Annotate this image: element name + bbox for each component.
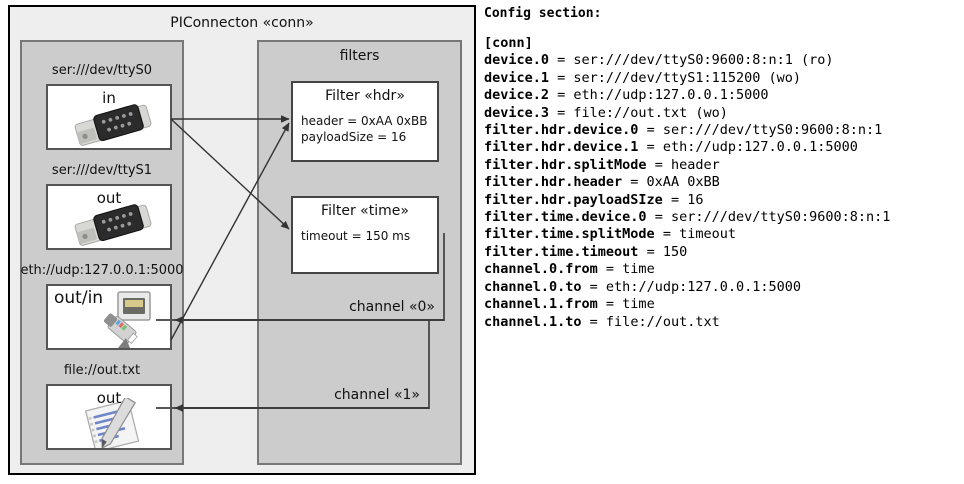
filter-attr: header = 0xAA 0xBB <box>301 114 428 128</box>
config-value: = 0xAA 0xBB <box>622 174 720 191</box>
config-value: = eth://udp:127.0.0.1:5000 <box>549 87 769 104</box>
device-node-2[interactable]: out/in <box>46 284 172 350</box>
config-key: filter.time.timeout <box>484 243 639 260</box>
config-line: channel.0.to = eth://udp:127.0.0.1:5000 <box>484 279 960 296</box>
page-title: PIConnecton «conn» <box>170 15 314 31</box>
config-text: [conn]device.0 = ser:///dev/ttyS0:9600:8… <box>484 35 960 331</box>
config-value: = file://out.txt (wo) <box>549 104 728 121</box>
device-label-2: eth://udp:127.0.0.1:5000 <box>20 263 184 278</box>
config-key: device.3 <box>484 104 550 121</box>
device-label-3: file://out.txt <box>63 363 141 378</box>
serial-port-icon <box>74 204 152 246</box>
channel-frame-1: channel «1» <box>156 321 430 409</box>
config-value: = header <box>646 156 720 173</box>
filter-attr: payloadSize = 16 <box>301 130 407 144</box>
config-value: = ser:///dev/ttyS0:9600:8:n:1 <box>638 122 883 139</box>
config-key: [conn] <box>484 35 533 51</box>
config-line: device.3 = file://out.txt (wo) <box>484 105 960 122</box>
filter-title-hdr: Filter «hdr» <box>325 88 405 104</box>
device-label-1: ser:///dev/ttyS1 <box>51 163 153 178</box>
config-key: device.0 <box>484 52 550 69</box>
config-heading: Config section: <box>484 6 602 21</box>
channel-label-0: channel «0» <box>349 299 435 315</box>
config-line: filter.hdr.payloadSIze = 16 <box>484 192 960 209</box>
device-node-1[interactable]: out <box>46 184 172 250</box>
filter-attrs-time: timeout = 150 ms <box>301 228 410 244</box>
config-line: channel.1.to = file://out.txt <box>484 314 960 331</box>
config-value: = time <box>597 296 655 313</box>
config-line: device.1 = ser:///dev/ttyS1:115200 (wo) <box>484 70 960 87</box>
config-key: channel.0.to <box>484 278 582 295</box>
config-value: = eth://udp:127.0.0.1:5000 <box>638 139 858 156</box>
text-document-icon <box>84 398 140 448</box>
filter-attrs-hdr: header = 0xAA 0xBB payloadSize = 16 <box>301 113 427 145</box>
config-key: filter.time.splitMode <box>484 226 655 243</box>
config-line: filter.hdr.device.0 = ser:///dev/ttyS0:9… <box>484 122 960 139</box>
filter-title-time: Filter «time» <box>321 203 409 219</box>
serial-port-icon <box>74 104 152 146</box>
config-line: filter.time.timeout = 150 <box>484 244 960 261</box>
config-key: filter.hdr.payloadSIze <box>484 191 663 208</box>
config-panel: Config section: [conn]device.0 = ser:///… <box>484 6 960 331</box>
connection-diagram-panel: PIConnecton «conn» filters ser:///dev/tt… <box>8 5 476 475</box>
config-line: device.2 = eth://udp:127.0.0.1:5000 <box>484 87 960 104</box>
config-line: channel.1.from = time <box>484 296 960 313</box>
config-value: = eth://udp:127.0.0.1:5000 <box>581 278 801 295</box>
channel-frame-0: channel «0» <box>156 233 445 321</box>
device-label-0: ser:///dev/ttyS0 <box>51 63 153 78</box>
config-value: = timeout <box>654 226 736 243</box>
device-direction-0: in <box>102 89 116 107</box>
config-value: = ser:///dev/ttyS0:9600:8:n:1 <box>646 209 891 226</box>
config-value: = 150 <box>638 243 688 260</box>
config-line: filter.time.splitMode = timeout <box>484 226 960 243</box>
config-line: filter.hdr.device.1 = eth://udp:127.0.0.… <box>484 139 960 156</box>
config-key: filter.hdr.splitMode <box>484 156 647 173</box>
config-value: = time <box>597 261 655 278</box>
filter-node-time[interactable]: Filter «time» timeout = 150 ms <box>291 196 439 274</box>
config-line: [conn] <box>484 35 960 52</box>
config-line: filter.hdr.splitMode = header <box>484 157 960 174</box>
config-line: channel.0.from = time <box>484 261 960 278</box>
config-value: = ser:///dev/ttyS1:115200 (wo) <box>549 69 801 86</box>
device-node-0[interactable]: in <box>46 84 172 150</box>
config-key: device.2 <box>484 87 550 104</box>
config-key: filter.hdr.device.0 <box>484 122 639 139</box>
config-value: = 16 <box>662 191 704 208</box>
config-line: filter.hdr.header = 0xAA 0xBB <box>484 174 960 191</box>
filters-group-label: filters <box>339 48 380 64</box>
config-line: filter.time.device.0 = ser:///dev/ttyS0:… <box>484 209 960 226</box>
config-key: device.1 <box>484 69 550 86</box>
device-direction-2: out/in <box>54 288 104 308</box>
config-key: filter.hdr.device.1 <box>484 139 639 156</box>
device-direction-3: out <box>96 389 122 407</box>
config-key: channel.1.from <box>484 296 598 313</box>
filter-node-hdr[interactable]: Filter «hdr» header = 0xAA 0xBB payloadS… <box>291 81 439 162</box>
config-key: filter.time.device.0 <box>484 209 647 226</box>
config-key: filter.hdr.header <box>484 174 623 191</box>
ethernet-socket-icon <box>103 291 151 348</box>
config-key: channel.1.to <box>484 313 582 330</box>
device-node-3[interactable]: out <box>46 384 172 450</box>
config-value: = file://out.txt <box>581 313 720 330</box>
device-direction-1: out <box>96 189 122 207</box>
config-key: channel.0.from <box>484 261 598 278</box>
channel-label-1: channel «1» <box>334 387 420 403</box>
config-value: = ser:///dev/ttyS0:9600:8:n:1 (ro) <box>549 52 834 69</box>
config-line: device.0 = ser:///dev/ttyS0:9600:8:n:1 (… <box>484 52 960 69</box>
filter-attr: timeout = 150 ms <box>301 229 411 243</box>
